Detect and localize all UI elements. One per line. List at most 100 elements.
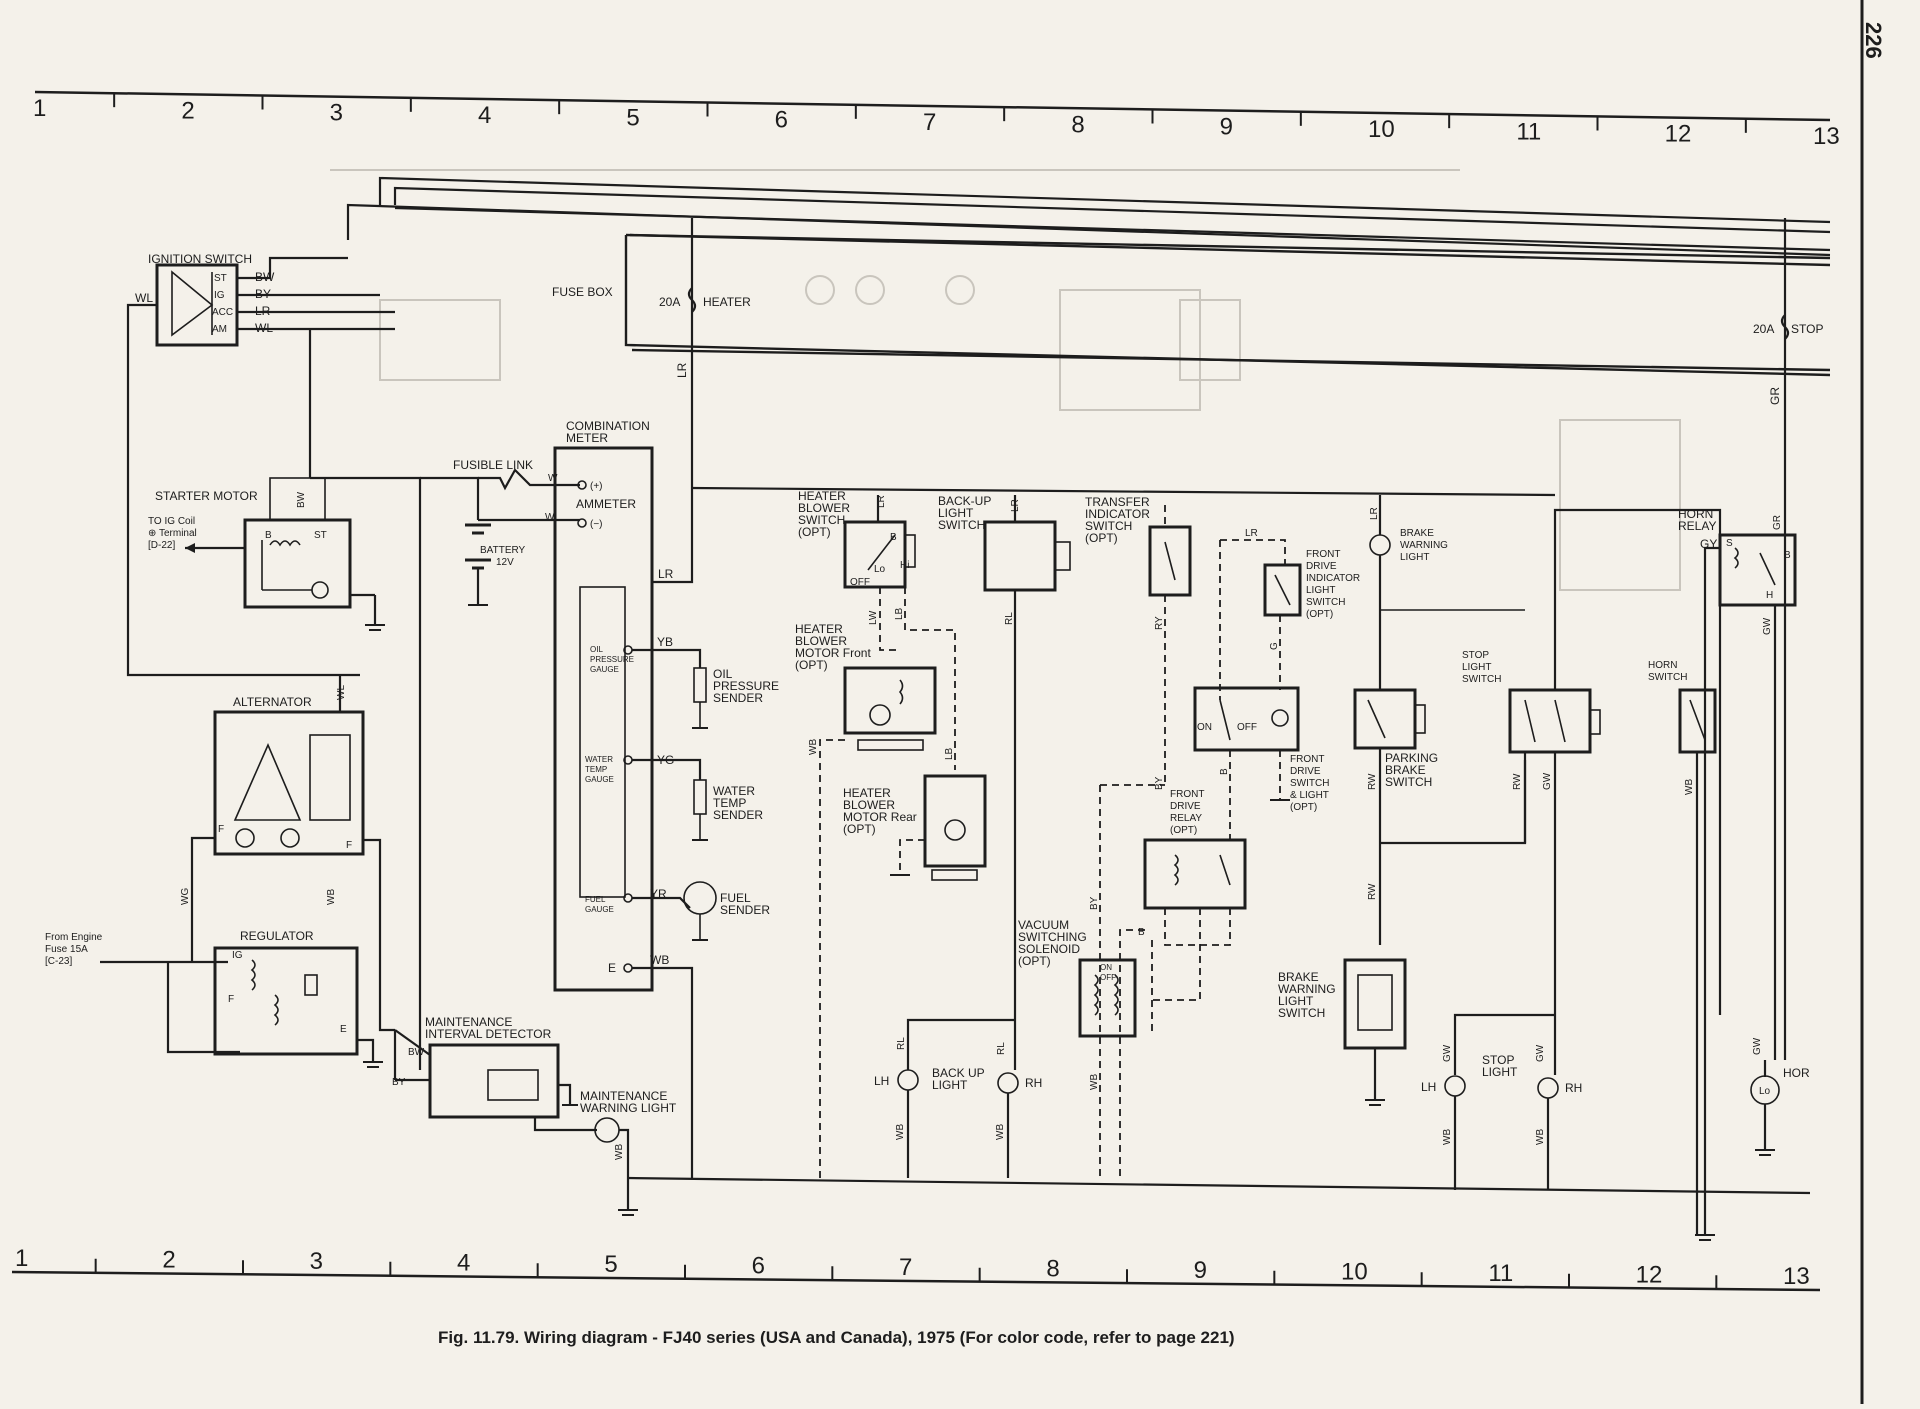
horn-relay-2: RELAY [1678, 519, 1716, 533]
oil-gauge-2: PRESSURE [590, 655, 634, 664]
ign-terminal-st: ST [214, 273, 227, 284]
stop-wire-gw: GW [1542, 772, 1553, 790]
ground-bus [618, 1176, 1811, 1216]
fd-switch-on: ON [1197, 722, 1212, 733]
heater-blower-motor-front [843, 666, 937, 751]
front-drive-switch [1193, 686, 1300, 840]
transfer-wire-ry: RY [1154, 616, 1165, 630]
heater-switch-hi: Hi [900, 560, 909, 571]
alt-wire-wb: WB [326, 889, 337, 905]
brake-wire-rw1: RW [1367, 773, 1378, 790]
stop-fuse [1780, 218, 1790, 1060]
motor-front-3: MOTOR Front [795, 646, 871, 660]
maintenance-interval-detector [393, 1029, 630, 1178]
transfer-2: INDICATOR [1085, 507, 1150, 521]
backup-wire-rl2: RL [896, 1037, 907, 1050]
fd-indicator-5: SWITCH [1306, 597, 1345, 608]
horn [1750, 1060, 1780, 1156]
backup-light-lh: LH [874, 1074, 889, 1088]
bottom-column-label-13: 13 [1783, 1263, 1810, 1290]
fd-switch-off: OFF [1237, 722, 1257, 733]
heater-switch-lo: Lo [874, 564, 886, 575]
heater-switch-4: (OPT) [798, 525, 831, 539]
stop-light-lh: LH [1421, 1080, 1436, 1094]
figure-caption: Fig. 11.79. Wiring diagram - FJ40 series… [438, 1328, 1235, 1347]
water-gauge-2: TEMP [585, 765, 607, 774]
vacuum-wire-wb: WB [1089, 1074, 1100, 1090]
fd-indicator-2: DRIVE [1306, 561, 1337, 572]
bottom-column-label-1: 1 [15, 1245, 28, 1272]
stop-wire-gw3: GW [1535, 1044, 1546, 1062]
horn-wire-gr: GR [1772, 515, 1783, 530]
ign-wire-by: BY [255, 287, 271, 301]
stop-switch-1: STOP [1462, 650, 1489, 661]
comb-meter-title-1: COMBINATION [566, 419, 650, 433]
heater-fuse [687, 218, 697, 488]
heater-wire-lb2: LB [944, 747, 955, 760]
bottom-column-label-9: 9 [1194, 1257, 1207, 1284]
vacuum-3: SOLENOID [1018, 942, 1080, 956]
motor-rear-3: MOTOR Rear [843, 810, 917, 824]
backup-switch-3: SWITCH [938, 518, 985, 532]
meter-wire-wb: WB [650, 953, 669, 967]
reg-from-3: [C-23] [45, 956, 72, 967]
fd-switch-4: & LIGHT [1290, 790, 1329, 801]
brake-warning-light-1: BRAKE [1400, 528, 1434, 539]
horn-wire-gy: GY [1700, 537, 1717, 551]
fd-wire-by: BY [1154, 776, 1165, 790]
main-bus-wires [346, 176, 1831, 377]
fuel-gauge-1: FUEL [585, 895, 606, 904]
bottom-column-label-2: 2 [162, 1247, 175, 1274]
ign-terminal-ig: IG [214, 290, 225, 301]
stop-fuse-wire: GR [1768, 387, 1782, 405]
maint-detector-1: MAINTENANCE [425, 1015, 512, 1029]
motor-front-2: BLOWER [795, 634, 847, 648]
oil-gauge-1: OIL [590, 645, 603, 654]
vacuum-on: ON [1100, 963, 1112, 972]
backup-light-1: BACK UP [932, 1066, 985, 1080]
heater-wire-wb: WB [808, 739, 819, 755]
transfer-1: TRANSFER [1085, 495, 1150, 509]
horn-switch-2: SWITCH [1648, 672, 1687, 683]
ign-terminal-acc: ACC [212, 307, 233, 318]
transfer-indicator-switch [1148, 505, 1286, 785]
fd-switch-3: SWITCH [1290, 778, 1329, 789]
reg-terminal-e: E [340, 1024, 347, 1035]
oil-sender-3: SENDER [713, 691, 763, 705]
water-gauge-1: WATER [585, 755, 613, 764]
fuel-wire-yr: YR [650, 887, 667, 901]
stop-switch-3: SWITCH [1462, 674, 1501, 685]
fuel-sender-2: SENDER [720, 903, 770, 917]
backup-light-2: LIGHT [932, 1078, 968, 1092]
stop-wire-rw: RW [1512, 773, 1523, 790]
oil-sender-1: OIL [713, 667, 733, 681]
brake-warning-light-switch [1343, 958, 1407, 1106]
fd-relay-2: DRIVE [1170, 801, 1201, 812]
starter-motor-title: STARTER MOTOR [155, 489, 258, 503]
comb-meter-title-2: METER [566, 431, 608, 445]
maint-wire-by: BY [392, 1077, 406, 1088]
meter-terminal-e: E [608, 961, 616, 975]
regulator [100, 946, 383, 1068]
heater-switch-1: HEATER [798, 489, 846, 503]
brake-warning-light-3: LIGHT [1400, 552, 1429, 563]
starter-wire-bw: BW [296, 491, 307, 508]
brake-wire-lr: LR [1369, 507, 1380, 520]
reg-terminal-ig: IG [232, 950, 243, 961]
water-sender-1: WATER [713, 784, 755, 798]
alt-terminal-f1: F [218, 824, 224, 835]
ammeter-plus: (+) [590, 481, 603, 492]
stop-light-1: STOP [1482, 1053, 1514, 1067]
stop-fuse-rating: 20A [1753, 322, 1774, 336]
horn-relay [1695, 533, 1797, 1241]
starter-terminal-b: B [265, 530, 272, 541]
fd-indicator-1: FRONT [1306, 549, 1340, 560]
brake-wire-rw2: RW [1367, 883, 1378, 900]
top-column-label-1: 1 [33, 95, 46, 122]
battery-wire-wl: WL [545, 512, 560, 523]
top-column-label-2: 2 [181, 97, 194, 124]
ign-wire-wl-left: WL [135, 291, 153, 305]
fd-indicator-3: INDICATOR [1306, 573, 1360, 584]
ign-wire-wl: WL [255, 321, 273, 335]
top-column-label-10: 10 [1368, 116, 1395, 143]
